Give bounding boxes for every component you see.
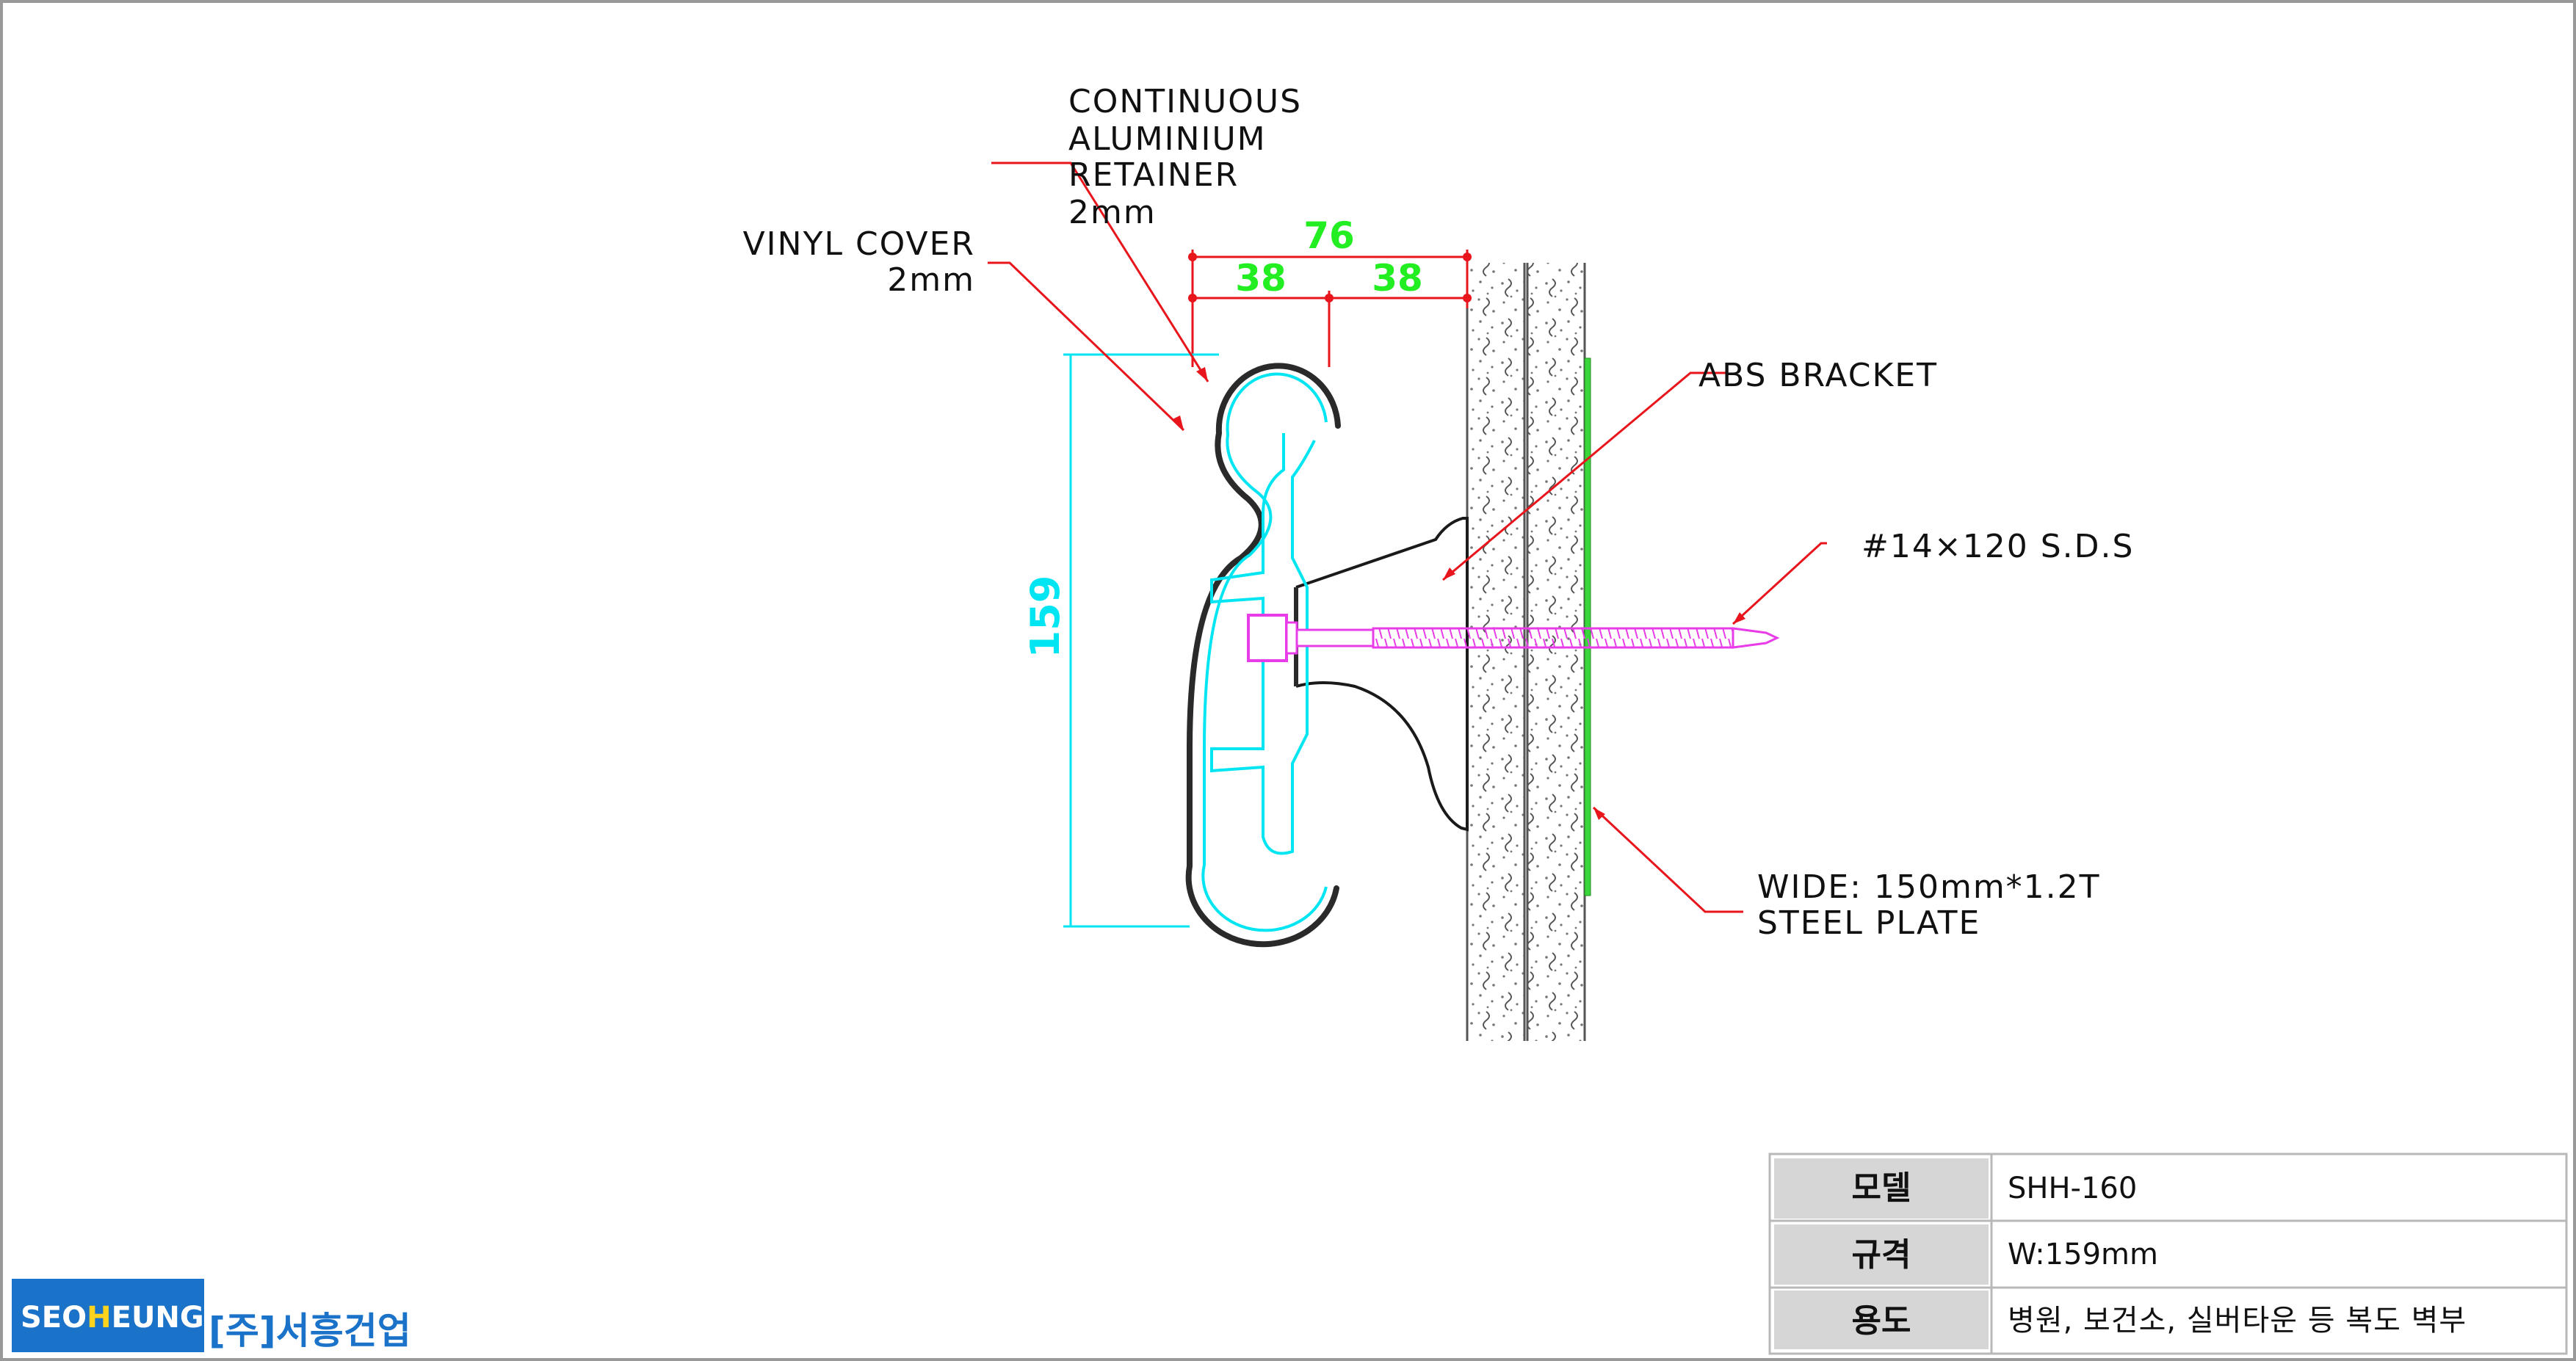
label-plate-line-2: STEEL PLATE (1757, 904, 1980, 942)
dim-height: 159 (1022, 576, 1068, 658)
leader-plate (1592, 806, 1743, 913)
table-row-label-model: 모델 (1852, 1169, 1911, 1207)
table-row-label-spec: 규격 (1852, 1236, 1911, 1274)
wall-layer-inner (1527, 263, 1585, 1041)
wall (1466, 263, 1591, 1041)
table-row-value-spec: W:159mm (2008, 1238, 2158, 1271)
leader-lines (988, 161, 1827, 913)
retainer-web (1210, 433, 1316, 855)
label-retainer: CONTINUOUS ALUMINIUM RETAINER 2mm (1068, 83, 1302, 231)
logo-wordmark: SEOHEUNG (21, 1301, 204, 1335)
label-retainer-line-1: CONTINUOUS (1068, 83, 1302, 120)
label-vinyl: VINYL COVER 2mm (743, 225, 975, 299)
self-drilling-screw (1295, 627, 1780, 649)
spec-table: 모델 SHH-160 규격 W:159mm 용도 병원, 보건소, 실버타운 등… (1768, 1153, 2568, 1355)
label-vinyl-line-1: VINYL COVER (743, 225, 975, 263)
screw-head (1247, 614, 1288, 662)
dim-half-right: 38 (1372, 257, 1423, 300)
handrail-profile (1185, 363, 1341, 948)
leader-screw (1732, 542, 1827, 625)
label-vinyl-line-2: 2mm (887, 261, 975, 299)
label-retainer-line-2: ALUMINIUM (1068, 120, 1267, 158)
table-row-value-use: 병원, 보건소, 실버타운 등 복도 벽부 (2008, 1304, 2467, 1338)
company-name: [주]서흥건업 (209, 1310, 411, 1352)
label-bracket: ABS BRACKET (1698, 357, 1938, 394)
table-row-value-model: SHH-160 (2008, 1172, 2137, 1205)
dimension-top: 76 38 38 (1188, 214, 1472, 367)
leader-bracket (1442, 371, 1726, 581)
leader-vinyl (988, 261, 1185, 432)
label-retainer-line-3: RETAINER (1068, 156, 1239, 194)
label-plate: WIDE: 150mm*1.2T STEEL PLATE (1757, 868, 2101, 942)
screw-washer (1285, 621, 1298, 655)
label-retainer-line-4: 2mm (1068, 194, 1157, 231)
leader-arrowheads (1173, 367, 1745, 820)
dim-half-left: 38 (1235, 257, 1287, 300)
label-plate-line-1: WIDE: 150mm*1.2T (1757, 868, 2101, 906)
vinyl-cover (1185, 363, 1341, 948)
table-row-label-use: 용도 (1852, 1302, 1911, 1340)
steel-plate (1584, 358, 1591, 896)
wall-layer-outer (1467, 263, 1524, 1041)
company-logo: SEOHEUNG [주]서흥건업 (12, 1279, 411, 1352)
dim-total-width: 76 (1303, 214, 1355, 257)
logo-badge (12, 1279, 204, 1352)
abs-bracket (1295, 517, 1469, 832)
leader-retainer (991, 161, 1209, 382)
label-screw: #14×120 S.D.S (1862, 528, 2134, 565)
aluminium-retainer (1201, 372, 1328, 932)
dimension-height: 159 (1022, 353, 1219, 928)
